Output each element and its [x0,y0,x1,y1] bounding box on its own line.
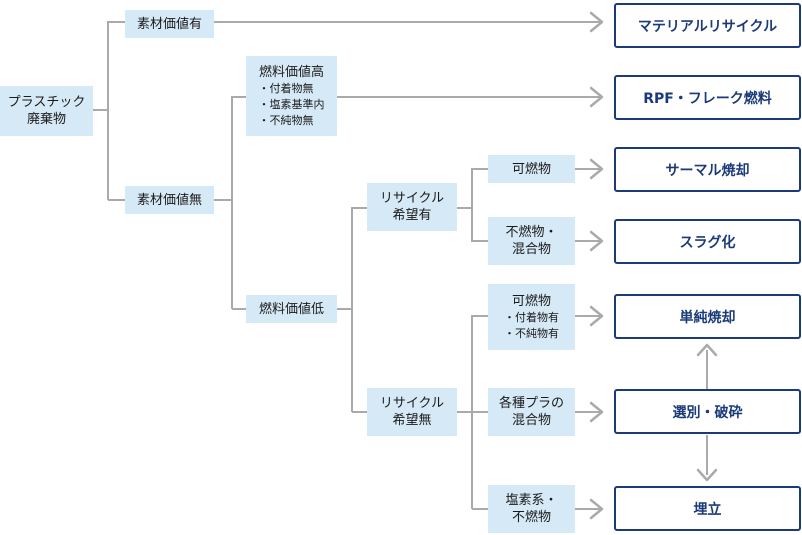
node-combustible: 可燃物 [488,155,575,183]
outcome-sorting-crushing-label: 選別・破砕 [672,404,743,421]
condition-item: ・付着物無 [258,81,314,95]
outcome-simple-incineration-label: 単純焼却 [679,309,736,326]
arrowhead-down-landfill [696,468,718,482]
node-fuel-value-high-conditions: ・付着物無 ・塩素基準内 ・不純物無 [259,81,325,129]
outcome-rpf-flake-fuel: RPF・フレーク燃料 [614,75,801,120]
node-recycle-not-wanted-label: リサイクル 希望無 [379,396,445,428]
node-mixed-plastics-label: 各種プラの 混合物 [498,396,564,428]
arrowhead-thermal [589,158,604,180]
node-material-value-yes-label: 素材価値有 [136,16,202,32]
condition-item: ・不純物有 [504,326,559,340]
arrowhead-simple [589,305,604,327]
connector-root [93,21,125,111]
node-incombustible-mixed: 不燃物・ 混合物 [488,217,575,265]
node-incombustible-mixed-label: 不燃物・ 混合物 [505,225,558,257]
node-fuel-value-low-label: 燃料価値低 [258,301,324,317]
outcome-thermal-incineration-label: サーマル焼却 [665,162,750,179]
node-recycle-not-wanted: リサイクル 希望無 [367,388,457,436]
node-combustible-label: 可燃物 [511,161,551,177]
node-fuel-value-high-title: 燃料価値高 [258,64,324,80]
node-plastic-waste-label: プラスチック 廃棄物 [7,95,86,127]
connector-not-recyclable [457,315,488,413]
node-fuel-value-low: 燃料価値低 [246,295,337,323]
arrowhead-material [589,11,604,33]
connector-recyclable [457,168,488,209]
node-recycle-wanted-label: リサイクル 希望有 [379,191,445,223]
arrowhead-slag [589,230,604,252]
outcome-simple-incineration: 単純焼却 [614,294,801,339]
outcome-landfill-label: 埋立 [693,501,722,518]
connector-fuel-low [337,207,367,310]
arrowhead-up-simple [696,343,718,357]
node-material-value-no: 素材価値無 [125,186,214,214]
outcome-slag-label: スラグ化 [679,234,736,251]
connector-recyclable-lower [471,208,488,242]
outcome-rpf-flake-fuel-label: RPF・フレーク燃料 [643,90,772,107]
outcome-material-recycle-label: マテリアルリサイクル [637,18,778,35]
arrowhead-rpf [589,86,604,108]
node-combustible-impure-conditions: ・付着物有 ・不純物有 [504,310,559,342]
outcome-landfill: 埋立 [614,486,801,531]
arrowhead-sorting [589,401,604,423]
condition-item: ・不純物無 [258,113,314,127]
node-combustible-impure: 可燃物 ・付着物有 ・不純物有 [488,284,575,350]
node-fuel-value-high: 燃料価値高 ・付着物無 ・塩素基準内 ・不純物無 [246,56,337,136]
condition-item: ・付着物有 [504,310,559,324]
condition-item: ・塩素基準内 [258,97,325,111]
node-chlorine-incombustible-label: 塩素系・ 不燃物 [505,493,558,525]
outcome-slag: スラグ化 [614,219,801,264]
arrowhead-landfill [589,498,604,520]
node-combustible-impure-title: 可燃物 [511,293,551,309]
outcome-thermal-incineration: サーマル焼却 [614,147,801,192]
node-plastic-waste: プラスチック 廃棄物 [0,86,93,136]
node-mixed-plastics: 各種プラの 混合物 [488,388,575,436]
outcome-material-recycle: マテリアルリサイクル [614,3,801,48]
node-material-value-no-label: 素材価値無 [136,192,202,208]
connector-no-value [214,96,246,201]
outcome-sorting-crushing: 選別・破砕 [614,389,801,434]
node-chlorine-incombustible: 塩素系・ 不燃物 [488,485,575,533]
node-recycle-wanted: リサイクル 希望有 [367,183,457,231]
node-material-value-yes: 素材価値有 [125,10,214,38]
